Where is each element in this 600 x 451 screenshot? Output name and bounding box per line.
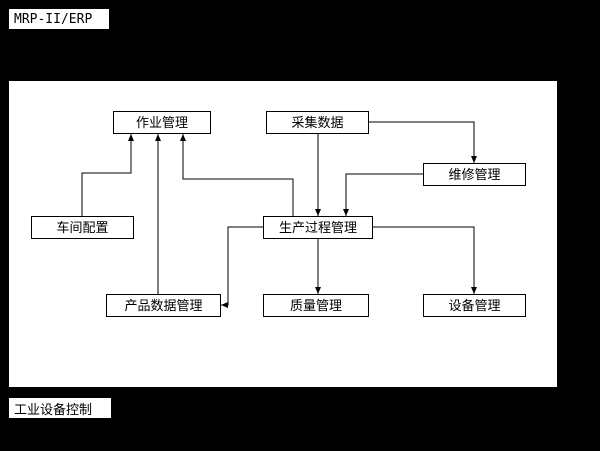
connector-arrows <box>81 121 477 308</box>
erp-label: MRP-II/ERP <box>14 11 93 27</box>
node-data-collection: 采集数据 <box>266 111 369 134</box>
edge-maintenance-management-to-production-process-management <box>343 173 423 216</box>
edge-production-process-management-to-product-data-management <box>221 226 263 308</box>
edge-production-process-management-to-job-management <box>180 134 294 216</box>
node-equipment-management: 设备管理 <box>423 294 526 317</box>
plc-label-box: 工业设备控制 <box>8 397 112 419</box>
erp-label-box: MRP-II/ERP <box>8 8 110 30</box>
node-maintenance-management: 维修管理 <box>423 163 526 186</box>
edge-workshop-configuration-to-job-management <box>81 134 134 216</box>
edge-production-process-management-to-equipment-management <box>373 226 477 294</box>
node-job-management: 作业管理 <box>113 111 211 134</box>
node-quality-management: 质量管理 <box>263 294 369 317</box>
mes-panel: 作业管理 采集数据 维修管理 车间配置 生产过程管理 产品数据管理 质量管理 设… <box>8 80 558 388</box>
node-workshop-configuration: 车间配置 <box>31 216 134 239</box>
node-product-data-management: 产品数据管理 <box>106 294 221 317</box>
node-production-process-management: 生产过程管理 <box>263 216 373 239</box>
edge-data-collection-to-maintenance-management <box>369 121 477 163</box>
plc-label: 工业设备控制 <box>14 401 93 417</box>
